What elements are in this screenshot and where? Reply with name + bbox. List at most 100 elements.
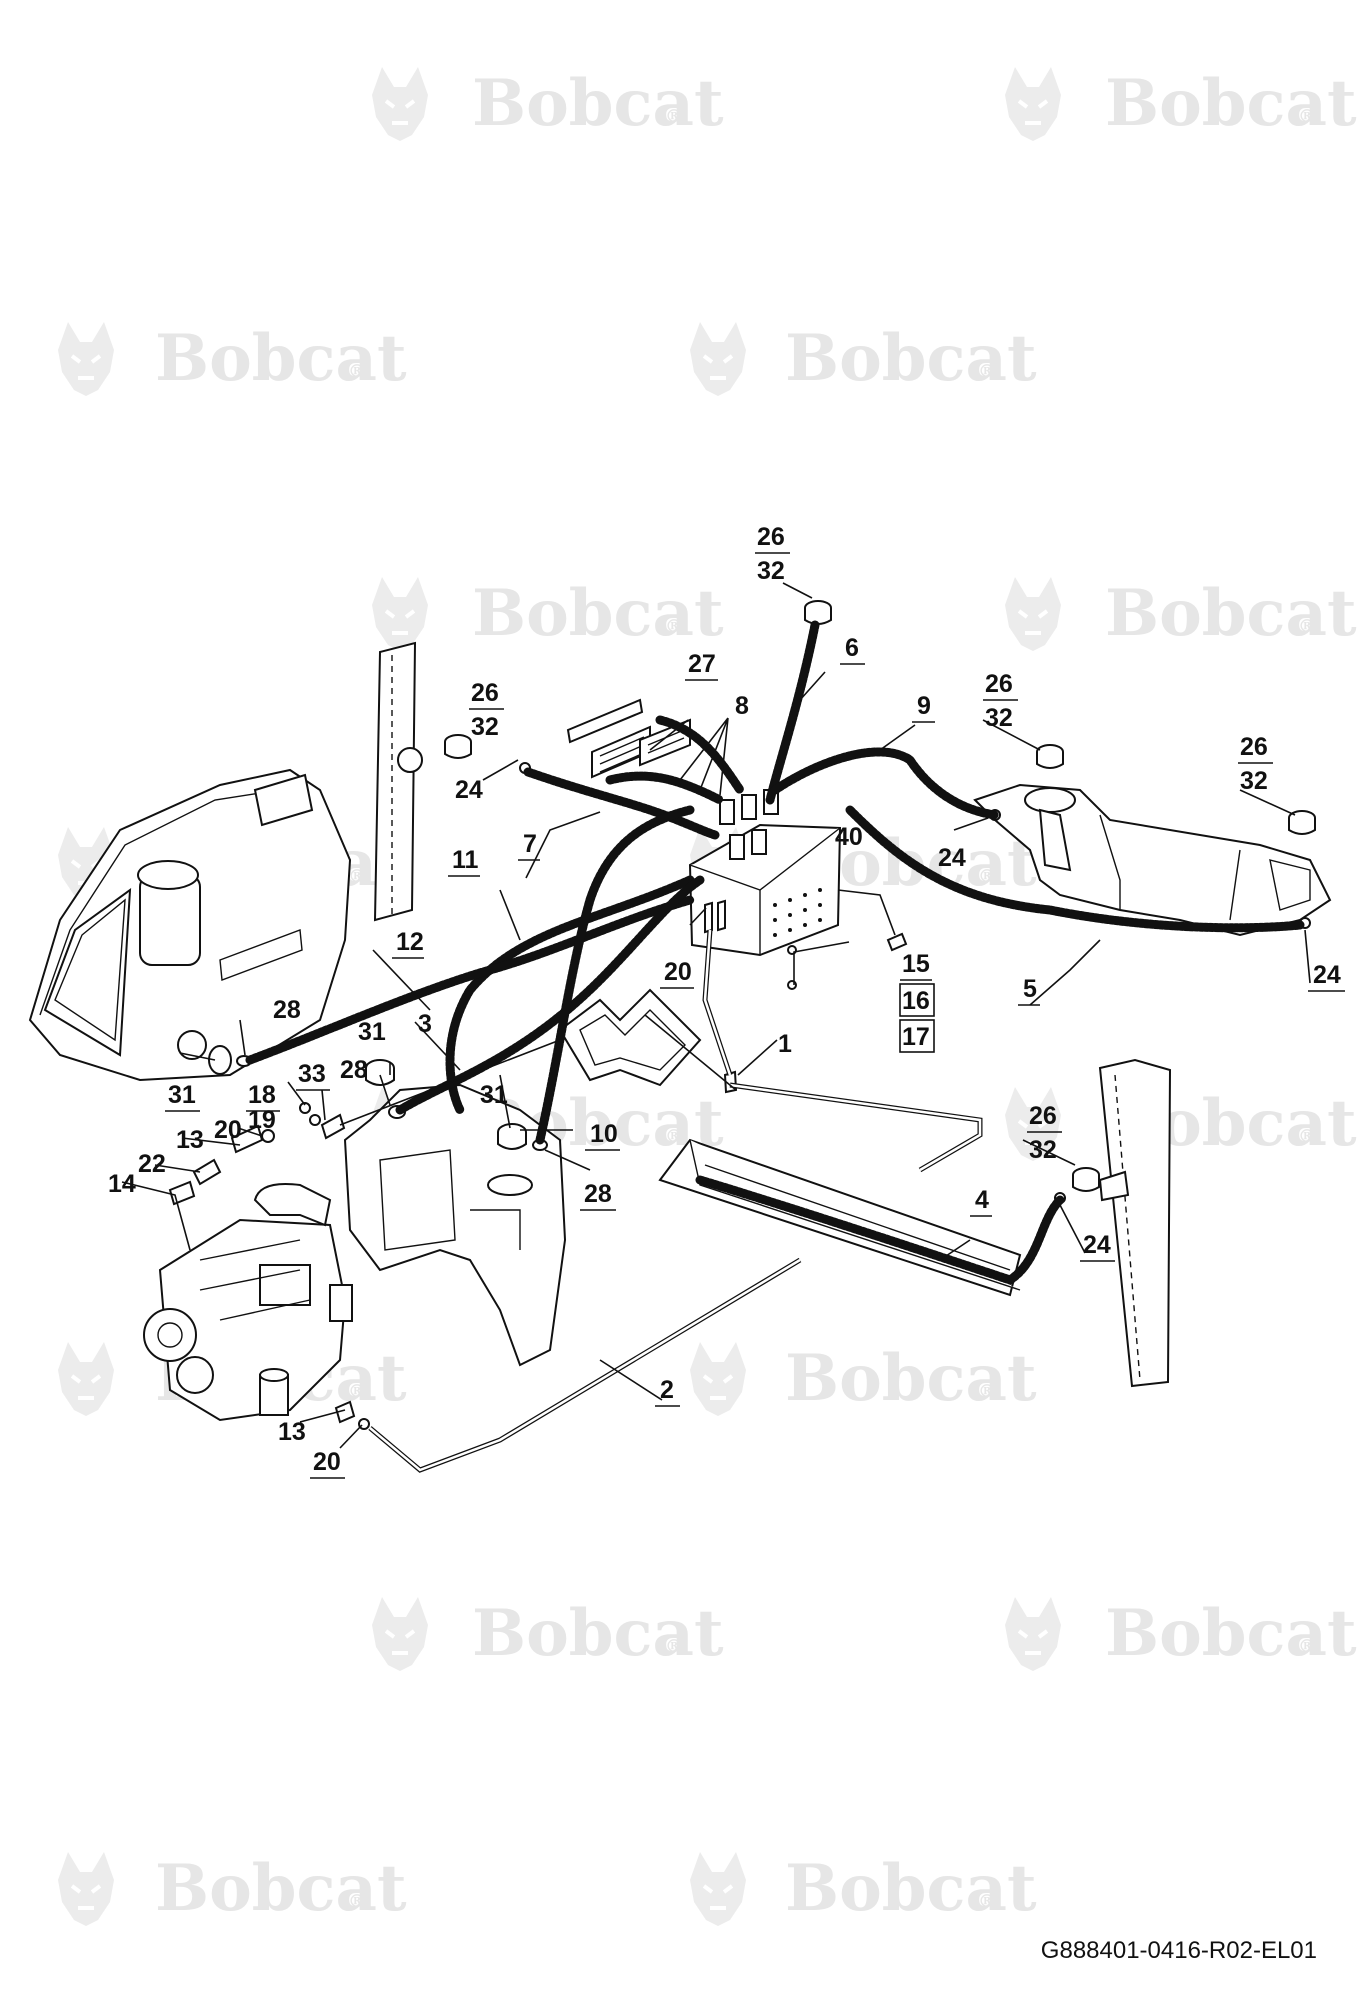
watermark: Bobcat® <box>688 320 1037 398</box>
callout-11: 11 <box>452 846 479 874</box>
watermark: Bobcat® <box>688 1850 1037 1928</box>
svg-text:Bobcat: Bobcat <box>472 66 724 141</box>
watermark: Bobcat® <box>1003 1595 1357 1673</box>
reference-code: G888401-0416-R02-EL01 <box>1041 1937 1317 1964</box>
callout-32: 32 <box>471 713 499 741</box>
callout-26: 26 <box>471 679 499 707</box>
watermark: Bobcat® <box>1003 1085 1357 1163</box>
callout-28: 28 <box>340 1056 368 1084</box>
callout-24: 24 <box>455 776 483 804</box>
callout-28: 28 <box>273 996 301 1024</box>
watermark: Bobcat® <box>370 575 724 653</box>
svg-text:Bobcat: Bobcat <box>785 1341 1037 1416</box>
filter-cartridges <box>566 698 691 779</box>
cab-roof-shell <box>28 768 352 1082</box>
watermark: Bobcat® <box>688 1340 1037 1418</box>
svg-text:Bobcat: Bobcat <box>472 1596 724 1671</box>
hoses <box>245 620 1305 1285</box>
callout-19: 19 <box>248 1106 276 1134</box>
callout-10: 10 <box>590 1120 618 1148</box>
side-duct <box>343 1083 567 1367</box>
callout-26: 26 <box>1240 733 1268 761</box>
svg-text:Bobcat: Bobcat <box>1105 66 1357 141</box>
callout-13: 13 <box>278 1418 306 1446</box>
callout-4: 4 <box>975 1186 989 1214</box>
callout-18: 18 <box>248 1081 276 1109</box>
callouts: 26 32 6 27 8 9 26 32 24 7 26 32 26 32 40… <box>108 523 1345 1479</box>
pipes <box>339 929 983 1473</box>
callout-12: 12 <box>396 928 424 956</box>
callout-20: 20 <box>214 1116 242 1144</box>
svg-text:®: ® <box>978 1891 996 1912</box>
svg-text:®: ® <box>1298 1636 1316 1657</box>
svg-text:®: ® <box>665 1636 683 1657</box>
watermark: Bobcat® <box>370 65 724 143</box>
callout-14: 14 <box>108 1170 136 1198</box>
callout-26: 26 <box>757 523 785 551</box>
svg-text:Bobcat: Bobcat <box>785 1851 1037 1926</box>
callout-20: 20 <box>313 1448 341 1476</box>
callout-20: 20 <box>664 958 692 986</box>
svg-text:Bobcat: Bobcat <box>155 321 407 396</box>
svg-text:®: ® <box>1298 616 1316 637</box>
parts-layer <box>28 600 1332 1473</box>
callout-32: 32 <box>757 557 785 585</box>
callout-17: 17 <box>902 1023 930 1051</box>
svg-text:Bobcat: Bobcat <box>1105 1596 1357 1671</box>
svg-text:Bobcat: Bobcat <box>155 1851 407 1926</box>
callout-33: 33 <box>298 1060 326 1088</box>
callout-3: 3 <box>418 1010 432 1038</box>
watermark: Bobcat® <box>56 1850 407 1928</box>
engine <box>143 1183 353 1422</box>
svg-text:Bobcat: Bobcat <box>785 321 1037 396</box>
watermark: Bobcat® <box>56 320 407 398</box>
callout-32: 32 <box>985 704 1013 732</box>
svg-text:®: ® <box>348 1381 366 1402</box>
cab-pillar-bottom <box>1098 1058 1172 1388</box>
callout-22: 22 <box>138 1150 166 1178</box>
rear-duct <box>973 783 1332 937</box>
callout-5: 5 <box>1023 975 1037 1003</box>
svg-text:®: ® <box>665 1126 683 1147</box>
callout-28: 28 <box>584 1180 612 1208</box>
callout-24: 24 <box>938 844 966 872</box>
mounting-plate <box>558 988 702 1087</box>
svg-text:®: ® <box>348 1891 366 1912</box>
callout-31: 31 <box>168 1081 196 1109</box>
svg-text:Bobcat: Bobcat <box>1105 576 1357 651</box>
callout-16: 16 <box>902 987 930 1015</box>
callout-24: 24 <box>1313 961 1341 989</box>
callout-31: 31 <box>358 1018 386 1046</box>
svg-text:®: ® <box>1298 106 1316 127</box>
callout-15: 15 <box>902 950 930 978</box>
callout-7: 7 <box>523 830 537 858</box>
heater-unit <box>688 789 842 957</box>
floor-duct <box>658 1138 1022 1297</box>
svg-text:®: ® <box>978 361 996 382</box>
svg-text:®: ® <box>348 866 366 887</box>
callout-6: 6 <box>845 634 859 662</box>
callout-1: 1 <box>778 1030 792 1058</box>
callout-32: 32 <box>1029 1136 1057 1164</box>
callout-31: 31 <box>480 1081 508 1109</box>
svg-text:®: ® <box>978 1381 996 1402</box>
svg-text:®: ® <box>665 616 683 637</box>
callout-24: 24 <box>1083 1231 1111 1259</box>
svg-text:Bobcat: Bobcat <box>472 576 724 651</box>
callout-26: 26 <box>985 670 1013 698</box>
svg-text:®: ® <box>665 106 683 127</box>
callout-26: 26 <box>1029 1102 1057 1130</box>
callout-2: 2 <box>660 1376 674 1404</box>
watermark: Bobcat® <box>1003 65 1357 143</box>
callout-8: 8 <box>735 692 749 720</box>
callout-27: 27 <box>688 650 716 678</box>
callout-13: 13 <box>176 1126 204 1154</box>
watermark: Bobcat® <box>370 1595 724 1673</box>
svg-text:®: ® <box>978 866 996 887</box>
svg-text:®: ® <box>1298 1126 1316 1147</box>
svg-text:®: ® <box>348 361 366 382</box>
leader-lines <box>121 582 1311 1449</box>
watermark: Bobcat® <box>1003 575 1357 653</box>
callout-40: 40 <box>835 823 863 851</box>
